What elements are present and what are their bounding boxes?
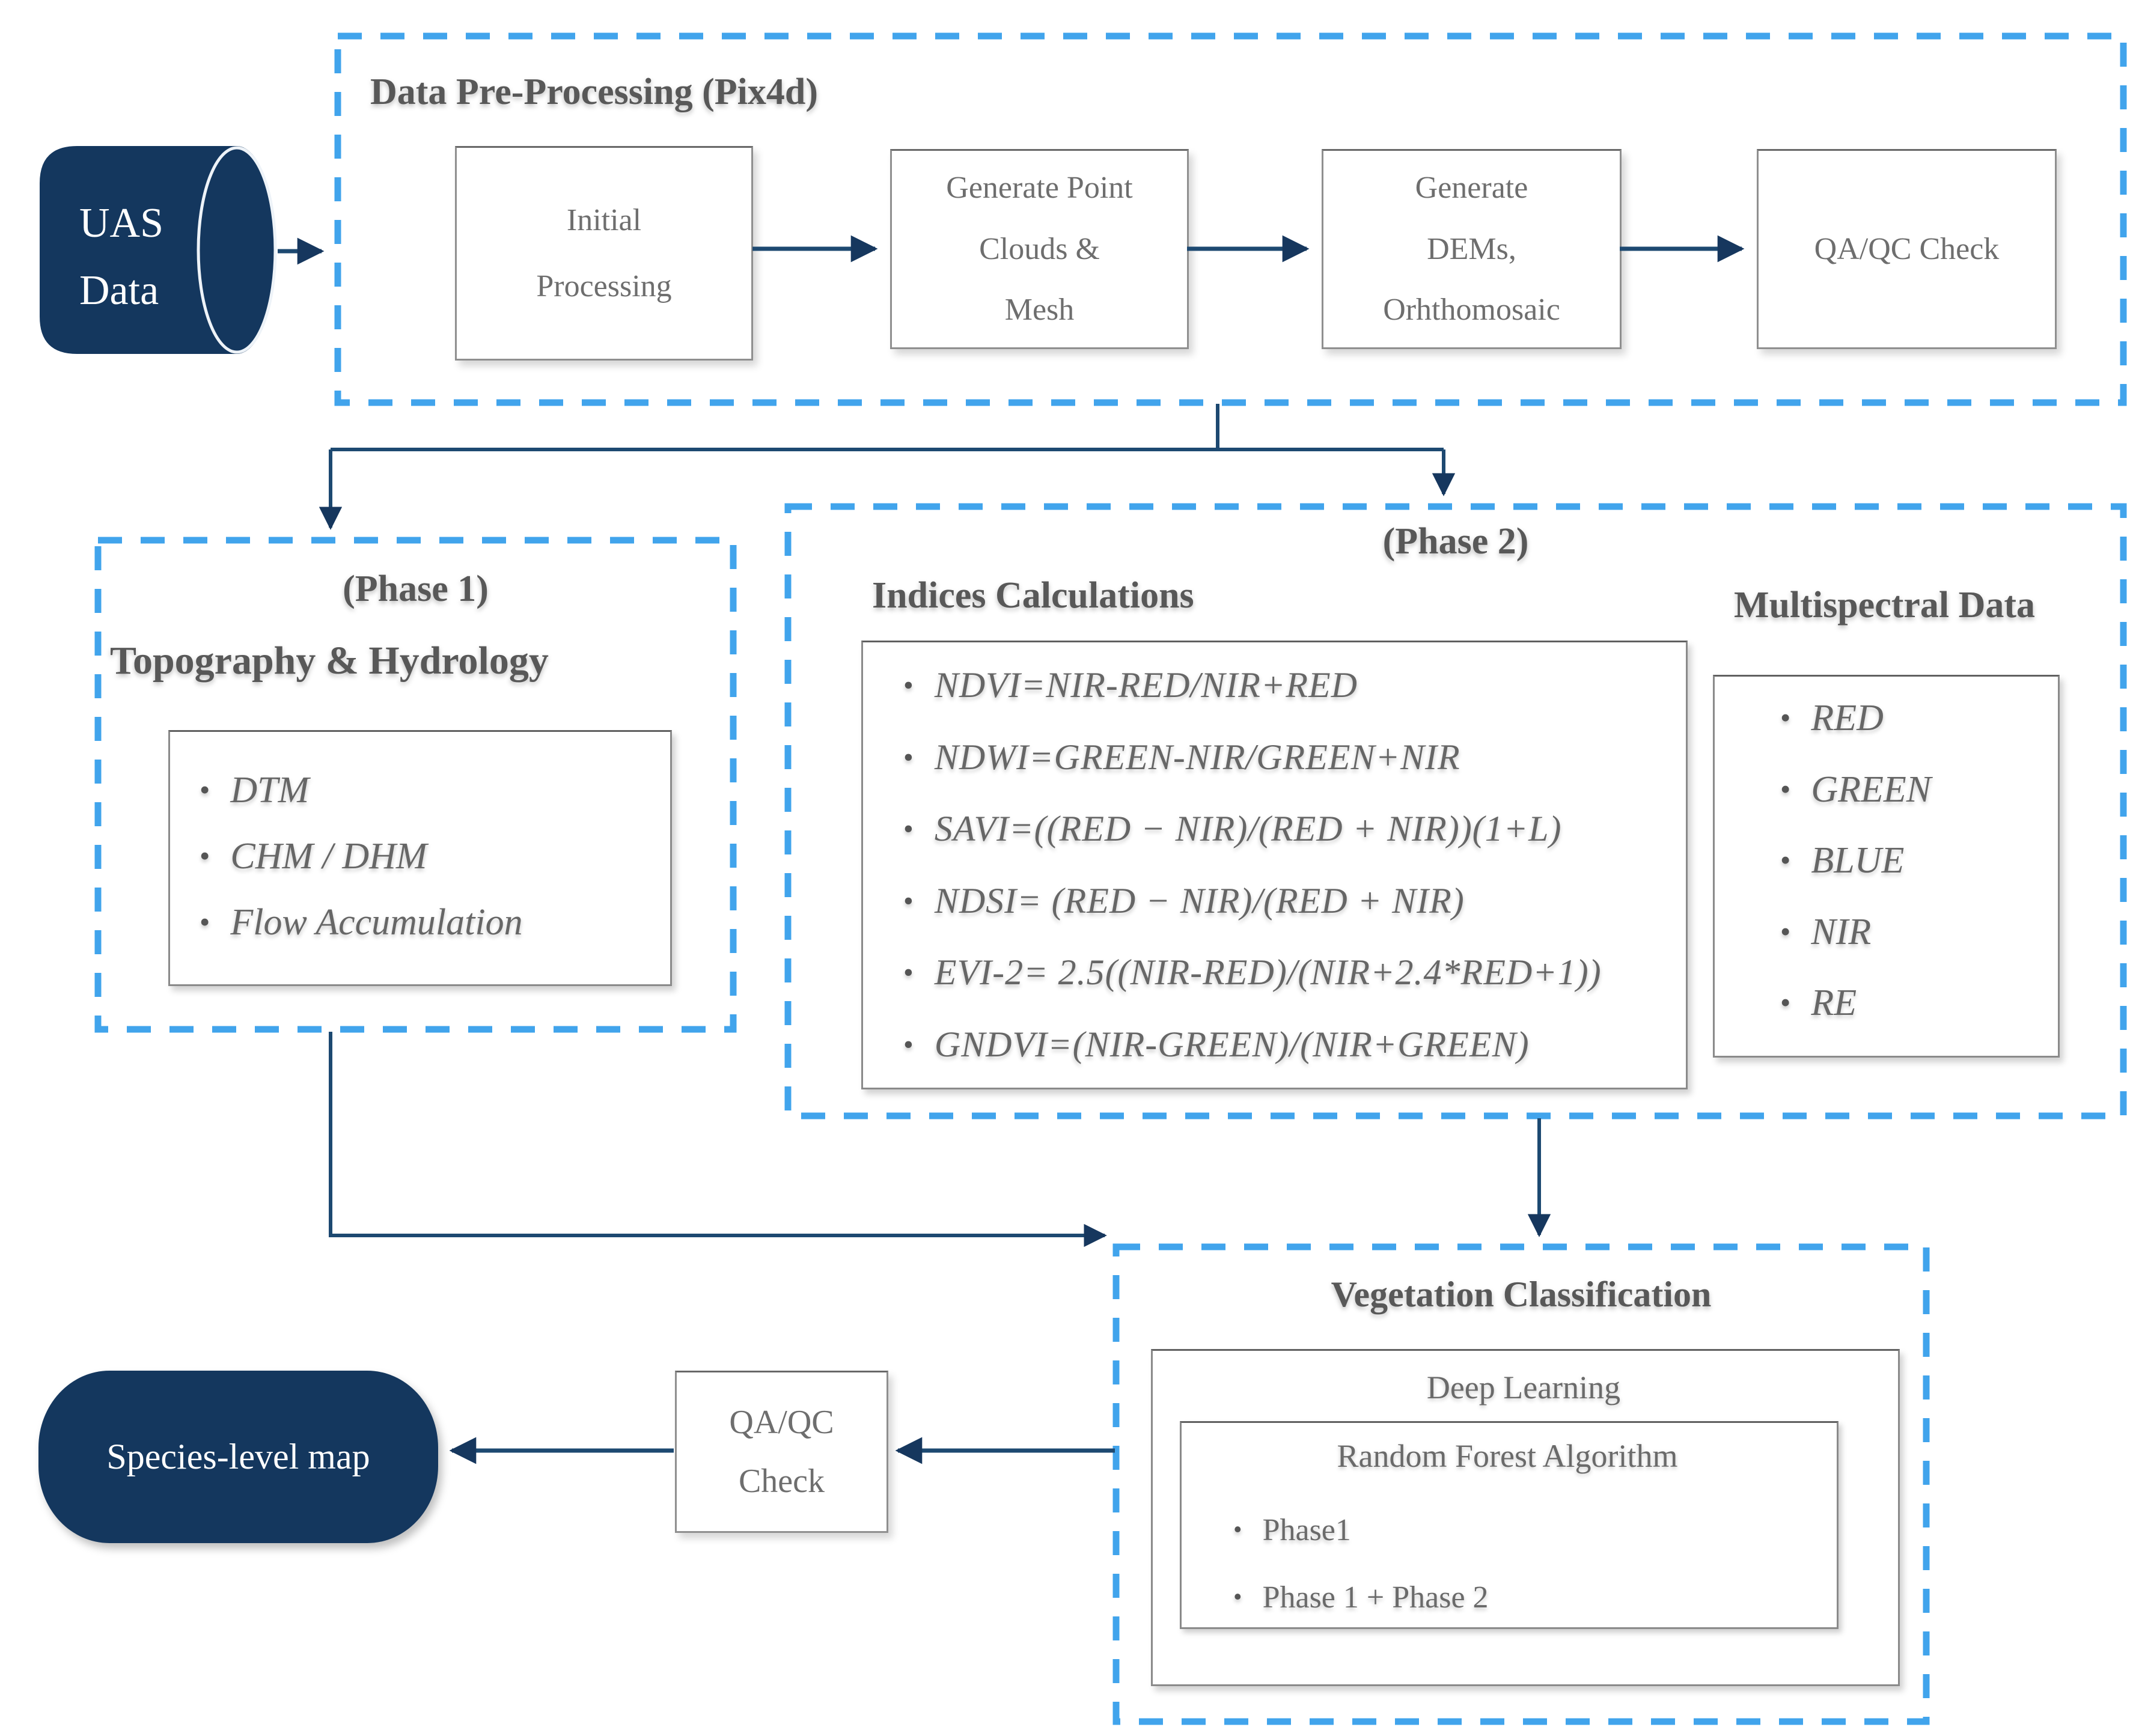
list-item: Flow Accumulation [200,891,523,957]
list-item: Phase 1 + Phase 2 [1233,1565,1489,1632]
multispectral-title: Multispectral Data [1733,585,2036,626]
preprocessing-title: Data Pre-Processing (Pix4d) [370,72,818,112]
species-level-map-label: Species-level map [106,1437,370,1476]
phase1-item-chm-dhm: CHM / DHM [230,836,427,877]
random-forest-label: Random Forest Algorithm [1337,1438,1678,1474]
generate-dems-box: Generate DEMs, Orhthomosaic [1322,149,1622,349]
phase1-tag: (Phase 1) [343,568,489,609]
vegetation-classification-title: Vegetation Classification [1331,1275,1712,1314]
formula-ndwi: NDWI=GREEN-NIR/GREEN+NIR [934,737,1460,777]
classification-item-phase1-phase2: Phase 1 + Phase 2 [1262,1580,1489,1615]
indices-formula-list: NDVI=NIR-RED/NIR+RED NDWI=GREEN-NIR/GREE… [903,651,1602,1082]
species-level-map-node: Species-level map [38,1371,438,1543]
list-item: GREEN [1780,755,1931,827]
band-re: RE [1811,982,1857,1023]
branch-connector-line [331,404,1444,451]
formula-ndvi: NDVI=NIR-RED/NIR+RED [934,665,1358,705]
list-item: SAVI=((RED − NIR)/(RED + NIR))(1+L) [903,794,1602,866]
classification-item-phase1: Phase1 [1262,1513,1351,1547]
qaqc-check-top-box: QA/QC Check [1757,149,2057,349]
uas-data-cylinder [40,146,277,354]
list-item: BLUE [1780,826,1931,898]
phase1-item-dtm: DTM [230,770,310,811]
phase1-item-list: DTM CHM / DHM Flow Accumulation [200,758,523,957]
list-item: RE [1780,969,1931,1040]
initial-processing-box: Initial Processing [455,146,753,361]
list-item: DTM [200,758,523,824]
band-blue: BLUE [1811,840,1905,881]
list-item: CHM / DHM [200,824,523,891]
list-item: NDSI= (RED − NIR)/(RED + NIR) [903,866,1602,939]
phase2-tag: (Phase 2) [1382,521,1529,562]
band-red: RED [1811,698,1884,739]
generate-point-clouds-box: Generate Point Clouds & Mesh [890,149,1189,349]
indices-calculations-title: Indices Calculations [872,575,1194,616]
formula-evi2: EVI-2= 2.5((NIR-RED)/(NIR+2.4*RED+1)) [934,952,1602,992]
qaqc-check-bottom-box: QA/QC Check [675,1371,888,1533]
list-item: EVI-2= 2.5((NIR-RED)/(NIR+2.4*RED+1)) [903,938,1602,1010]
band-green: GREEN [1811,769,1932,810]
cylinder-end-cap [197,146,277,354]
formula-gndvi: GNDVI=(NIR-GREEN)/(NIR+GREEN) [934,1024,1530,1064]
phase1-item-flow-accumulation: Flow Accumulation [230,902,523,943]
list-item: GNDVI=(NIR-GREEN)/(NIR+GREEN) [903,1010,1602,1082]
list-item: RED [1780,684,1931,755]
deep-learning-label: Deep Learning [1426,1369,1621,1406]
list-item: NDWI=GREEN-NIR/GREEN+NIR [903,723,1602,795]
phase1-title: Topography & Hydrology [110,639,549,683]
multispectral-band-list: RED GREEN BLUE NIR RE [1780,684,1931,1040]
uas-data-label: UAS Data [79,200,164,314]
classification-item-list: Phase1 Phase 1 + Phase 2 [1233,1497,1489,1632]
formula-savi: SAVI=((RED − NIR)/(RED + NIR))(1+L) [934,809,1562,848]
formula-ndsi: NDSI= (RED − NIR)/(RED + NIR) [934,880,1465,921]
band-nir: NIR [1811,911,1872,952]
list-item: Phase1 [1233,1497,1489,1565]
list-item: NDVI=NIR-RED/NIR+RED [903,651,1602,723]
list-item: NIR [1780,898,1931,969]
